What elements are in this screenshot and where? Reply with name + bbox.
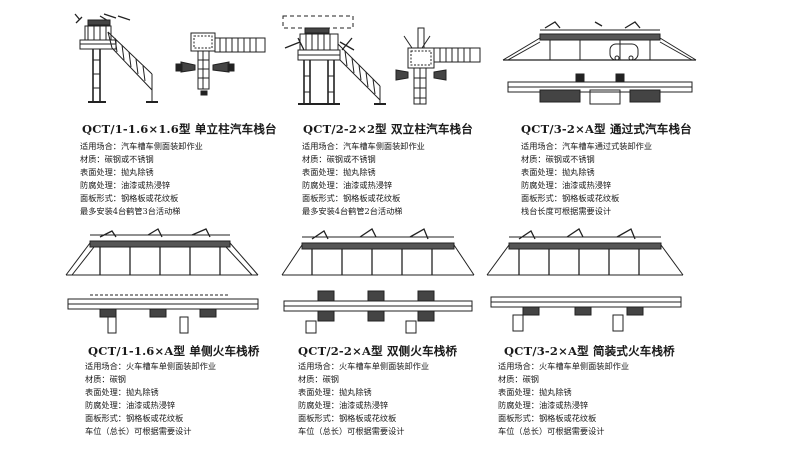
spec-material: 材质：碳钢 xyxy=(498,374,539,385)
spec-application: 适用场合：汽车槽车侧面装卸作业 xyxy=(302,141,425,151)
spec-material: 材质：碳钢 xyxy=(298,374,339,385)
spec-surface: 表面处理：抛丸除锈 xyxy=(498,387,572,398)
spec-surface: 表面处理：抛丸除锈 xyxy=(521,167,595,178)
panel-title: QCT/1-1.6×A型 单侧火车栈桥 xyxy=(88,344,260,358)
spec-application: 适用场合：火车槽车单侧面装卸作业 xyxy=(498,361,630,371)
double-side-rail-trestle-drawing xyxy=(278,225,478,335)
spec-material: 材质：碳钢或不锈钢 xyxy=(80,154,154,165)
panel-title: QCT/2-2×2型 双立柱汽车栈台 xyxy=(303,122,473,136)
spec-anticorrosion: 防腐处理：油漆或热浸锌 xyxy=(80,180,171,191)
spec-material: 材质：碳钢 xyxy=(85,374,126,385)
panel-title: QCT/3-2×A型 通过式汽车栈台 xyxy=(521,122,692,136)
spec-application: 适用场合：火车槽车单侧面装卸作业 xyxy=(85,361,217,371)
drive-through-truck-platform-drawing xyxy=(500,10,700,110)
spec-surface: 表面处理：抛丸除锈 xyxy=(80,167,154,178)
spec-application: 适用场合：火车槽车单侧面装卸作业 xyxy=(298,361,430,371)
panel-title: QCT/2-2×A型 双侧火车栈桥 xyxy=(298,344,458,358)
spec-panel-type: 面板形式：钢格板或花纹板 xyxy=(521,193,620,204)
spec-application: 适用场合：汽车槽车通过式装卸作业 xyxy=(521,141,653,151)
spec-panel-type: 面板形式：钢格板或花纹板 xyxy=(80,193,179,204)
spec-anticorrosion: 防腐处理：油漆或热浸锌 xyxy=(298,400,389,411)
simplified-rail-trestle-drawing xyxy=(483,225,688,335)
spec-capacity: 车位（总长）可根据需要设计 xyxy=(85,426,192,437)
spec-surface: 表面处理：抛丸除锈 xyxy=(302,167,376,178)
spec-surface: 表面处理：抛丸除锈 xyxy=(298,387,372,398)
spec-application: 适用场合：汽车槽车侧面装卸作业 xyxy=(80,141,203,151)
spec-list: 适用场合：汽车槽车通过式装卸作业 材质：碳钢或不锈钢 表面处理：抛丸除锈 防腐处… xyxy=(521,140,652,219)
spec-panel-type: 面板形式：钢格板或花纹板 xyxy=(498,413,597,424)
spec-anticorrosion: 防腐处理：油漆或热浸锌 xyxy=(302,180,393,191)
spec-list: 适用场合：火车槽车单侧面装卸作业 材质：碳钢 表面处理：抛丸除锈 防腐处理：油漆… xyxy=(498,360,629,439)
double-column-truck-platform-drawing xyxy=(280,8,495,112)
spec-panel-type: 面板形式：钢格板或花纹板 xyxy=(302,193,401,204)
spec-capacity: 最多安装4台鹤管2台活动梯 xyxy=(302,206,403,217)
spec-panel-type: 面板形式：钢格板或花纹板 xyxy=(298,413,397,424)
spec-material: 材质：碳钢或不锈钢 xyxy=(521,154,595,165)
spec-capacity: 栈台长度可根据需要设计 xyxy=(521,206,612,217)
spec-anticorrosion: 防腐处理：油漆或热浸锌 xyxy=(498,400,589,411)
single-side-rail-trestle-drawing xyxy=(60,225,275,335)
spec-anticorrosion: 防腐处理：油漆或热浸锌 xyxy=(521,180,612,191)
spec-capacity: 车位（总长）可根据需要设计 xyxy=(498,426,605,437)
spec-list: 适用场合：汽车槽车侧面装卸作业 材质：碳钢或不锈钢 表面处理：抛丸除锈 防腐处理… xyxy=(302,140,425,219)
single-column-truck-platform-drawing xyxy=(60,8,275,112)
spec-surface: 表面处理：抛丸除锈 xyxy=(85,387,159,398)
spec-capacity: 最多安装4台鹤管3台活动梯 xyxy=(80,206,181,217)
spec-list: 适用场合：火车槽车单侧面装卸作业 材质：碳钢 表面处理：抛丸除锈 防腐处理：油漆… xyxy=(298,360,429,439)
spec-list: 适用场合：汽车槽车侧面装卸作业 材质：碳钢或不锈钢 表面处理：抛丸除锈 防腐处理… xyxy=(80,140,203,219)
panel-title: QCT/3-2×A型 简装式火车栈桥 xyxy=(504,344,675,358)
spec-material: 材质：碳钢或不锈钢 xyxy=(302,154,376,165)
spec-list: 适用场合：火车槽车单侧面装卸作业 材质：碳钢 表面处理：抛丸除锈 防腐处理：油漆… xyxy=(85,360,216,439)
panel-title: QCT/1-1.6×1.6型 单立柱汽车栈台 xyxy=(82,122,277,136)
spec-panel-type: 面板形式：钢格板或花纹板 xyxy=(85,413,184,424)
spec-anticorrosion: 防腐处理：油漆或热浸锌 xyxy=(85,400,176,411)
spec-capacity: 车位（总长）可根据需要设计 xyxy=(298,426,405,437)
